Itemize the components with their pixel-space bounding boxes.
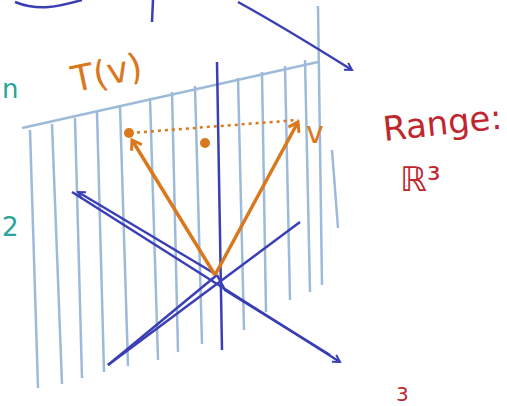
fragment-text: n — [2, 76, 18, 102]
plane-hatching — [22, 6, 338, 388]
axes — [15, 0, 352, 365]
fragment-text: 2 — [2, 214, 19, 240]
vector-label: v — [306, 118, 324, 148]
fragment-text: 3 — [396, 384, 409, 404]
vectors — [130, 120, 298, 275]
vector-label: T(v) — [66, 47, 148, 100]
range-label: Range: — [381, 100, 503, 146]
range-value: ℝ³ — [400, 162, 441, 196]
point — [124, 128, 134, 138]
midpoint — [200, 138, 210, 148]
